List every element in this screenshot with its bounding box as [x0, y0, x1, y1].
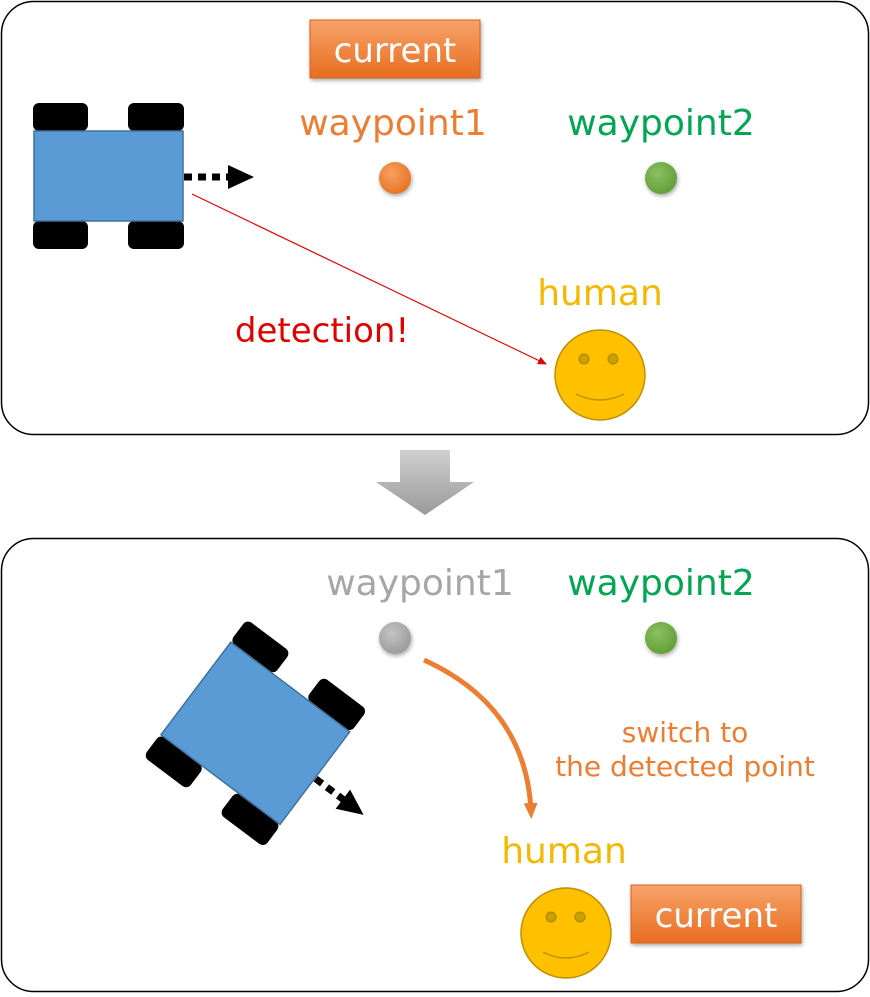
switch-label-line1: switch to [622, 716, 748, 749]
detection-label: detection! [235, 311, 409, 351]
current-badge-bottom-label: current [655, 896, 778, 936]
current-badge-top-label: current [334, 31, 457, 71]
waypoint2-marker-top [645, 162, 677, 194]
wheel-icon [221, 793, 279, 846]
wheel-icon [128, 103, 184, 131]
panel-bottom: waypoint1 waypoint2 switch to the detect… [0, 537, 870, 993]
current-badge-top: current [309, 19, 481, 79]
wheel-icon [145, 736, 202, 788]
human-label-top: human [537, 273, 663, 314]
waypoint2-label-top: waypoint2 [567, 103, 755, 144]
heading-arrow-top [184, 165, 254, 189]
waypoint1-marker-top [379, 162, 411, 194]
waypoint1-label-bottom: waypoint1 [326, 563, 514, 604]
current-badge-bottom: current [630, 884, 802, 944]
waypoint1-label-top: waypoint1 [299, 103, 487, 144]
wheel-icon [33, 221, 88, 249]
robot-bottom [145, 621, 366, 846]
transition-arrow-icon [376, 450, 474, 515]
detection-ray [191, 193, 547, 365]
human-smiley-icon [520, 887, 612, 979]
panel-top: current waypoint1 waypoint2 detection! h… [0, 0, 870, 436]
waypoint1-marker-bottom [379, 622, 411, 654]
waypoint2-marker-bottom [645, 622, 677, 654]
wheel-icon [33, 103, 88, 131]
human-smiley-icon [554, 329, 646, 421]
robot-body [33, 130, 184, 222]
robot-top [33, 103, 184, 249]
wheel-icon [308, 678, 366, 731]
wheel-icon [232, 621, 289, 673]
switch-path-arrow [422, 657, 538, 819]
human-label-bottom: human [501, 831, 627, 872]
wheel-icon [128, 221, 184, 249]
switch-label-line2: the detected point [555, 750, 815, 783]
robot-body [159, 641, 351, 826]
waypoint2-label-bottom: waypoint2 [567, 563, 755, 604]
